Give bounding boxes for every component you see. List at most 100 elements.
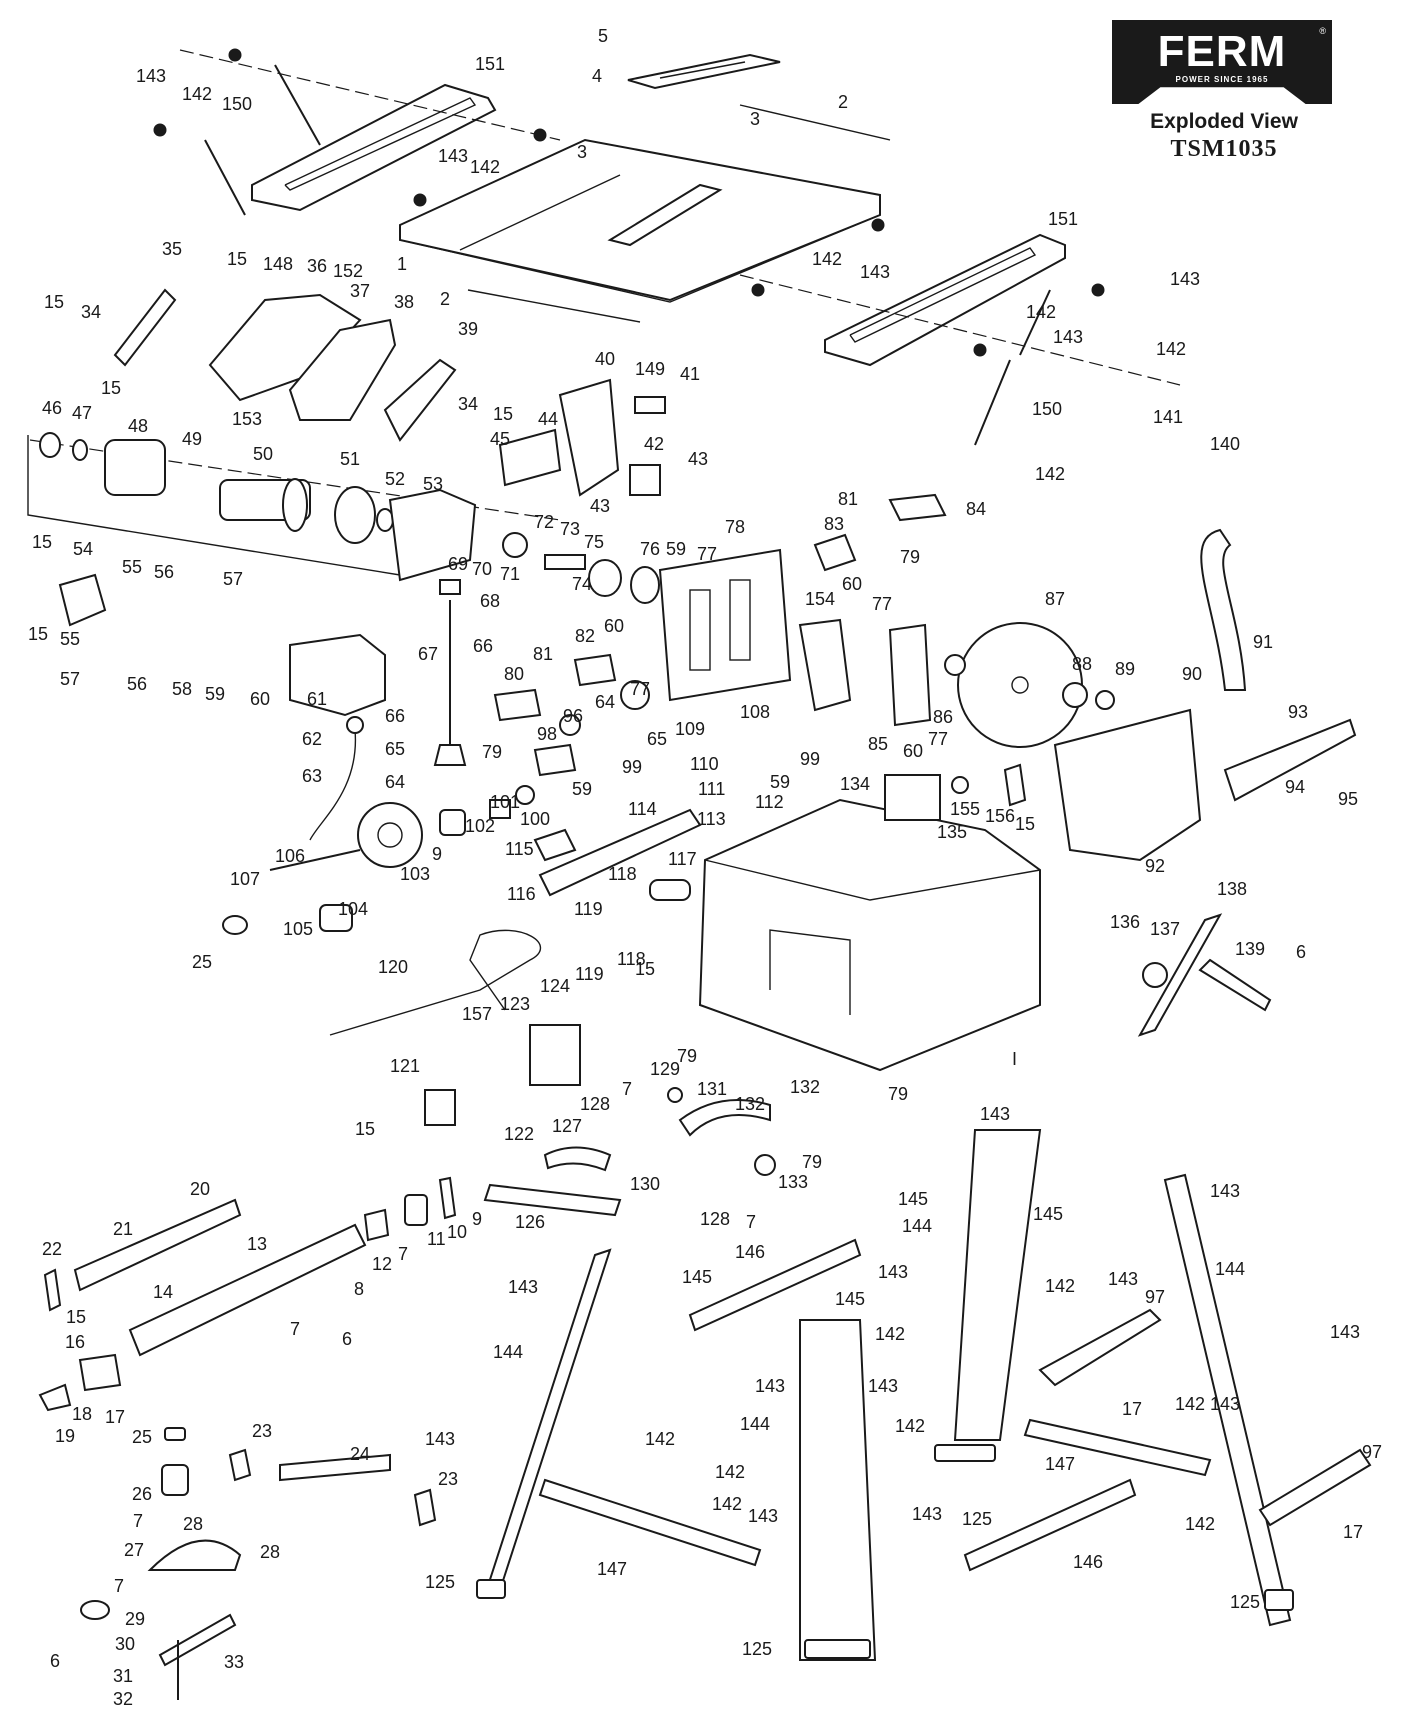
bushing-117 [649,879,691,901]
callout-77: 77 [697,544,717,564]
ferm-logo: FERM ® POWER SINCE 1965 [1112,20,1332,104]
brace-146-lower [963,1478,1137,1572]
callout-111: 111 [698,779,725,799]
callout-29: 29 [125,1609,145,1629]
knob-115 [533,828,577,862]
handle-84 [888,493,947,522]
callout-15: 15 [227,249,247,269]
foot-125-left [476,1579,506,1599]
callout-147: 147 [597,1559,627,1579]
callout-143: 143 [748,1506,778,1526]
callout-142: 142 [1156,339,1186,359]
right-wing-axis [739,274,1181,386]
callout-68: 68 [480,591,500,611]
saw-blade-hub [1011,676,1029,694]
stand-assembly [476,1129,1372,1661]
plate-98 [533,743,577,777]
bracket-22 [43,1268,62,1312]
callout-46: 46 [42,398,62,418]
callout-7: 7 [114,1576,124,1596]
nut [751,283,765,297]
callout-77: 77 [630,679,650,699]
callout-154: 154 [805,589,835,609]
callout-39: 39 [458,319,478,339]
miter-protractor-27 [147,1539,242,1571]
callout-43: 43 [688,449,708,469]
callout-45: 45 [490,429,510,449]
callout-77: 77 [872,594,892,614]
callout-135: 135 [937,822,967,842]
callout-61: 61 [307,689,327,709]
callout-6: 6 [342,1329,352,1349]
callout-99: 99 [800,749,820,769]
callout-100: 100 [520,809,550,829]
foot-125-center [804,1639,871,1659]
bevel-gear-64 [433,744,467,766]
callout-104: 104 [338,899,368,919]
callout-41: 41 [680,364,700,384]
model-number: TSM1035 [1170,136,1278,162]
callout-142: 142 [182,84,212,104]
knife-bracket [498,428,562,487]
table-top-front-edge [399,214,881,303]
callout-67: 67 [418,644,438,664]
callout-63: 63 [302,766,322,786]
gear-75 [588,559,622,597]
callout-51: 51 [340,449,360,469]
knob-26 [161,1464,189,1496]
callout-143: 143 [868,1376,898,1396]
pin-68 [439,579,461,595]
guard-side-plate-39 [383,358,457,442]
callout-78: 78 [725,517,745,537]
carriage-plate-78 [658,548,792,702]
callout-7: 7 [746,1212,756,1232]
callout-72: 72 [534,512,554,532]
callout-128: 128 [580,1094,610,1114]
trademark-symbol: ® [1319,26,1326,36]
callout-151: 151 [1048,209,1078,229]
callout-9: 9 [472,1209,482,1229]
guard-cover-93 [1223,718,1357,802]
callout-130: 130 [630,1174,660,1194]
bracket-83 [813,533,857,572]
callout-125: 125 [1230,1592,1260,1612]
callout-82: 82 [575,626,595,646]
callout-157: 157 [462,1004,492,1024]
callout-44: 44 [538,409,558,429]
callout-121: 121 [390,1056,420,1076]
callout-9: 9 [432,844,442,864]
callout-15: 15 [635,959,655,979]
callout-60: 60 [604,616,624,636]
callout-98: 98 [537,724,557,744]
left-support-rod-a [274,64,321,146]
callout-142: 142 [1035,464,1065,484]
nut [1091,283,1105,297]
callout-22: 22 [42,1239,62,1259]
callout-124: 124 [540,976,570,996]
pulley-71 [502,532,528,558]
guard-plate-85 [888,623,932,727]
callout-118: 118 [617,949,646,969]
callout-15: 15 [355,1119,375,1139]
callout-56: 56 [127,674,147,694]
guide-rail-2-lower [467,289,641,323]
callout-1: 1 [397,254,407,274]
callout-144: 144 [902,1216,932,1236]
callout-94: 94 [1285,777,1305,797]
bracket-138 [1137,913,1223,1037]
knob-25 [222,915,248,935]
callout-2: 2 [440,289,450,309]
callout-62: 62 [302,729,322,749]
fence-body-13 [128,1223,367,1357]
callout-142: 142 [1026,302,1056,322]
callout-142: 142 [470,157,500,177]
callout-129: 129 [650,1059,680,1079]
plate-126 [483,1183,622,1217]
callout-101: 101 [490,792,520,812]
rip-fence-assembly [38,1176,457,1412]
blade-guard-assembly [113,288,666,497]
callout-17: 17 [105,1407,125,1427]
callout-156: 156 [985,806,1015,826]
callout-143: 143 [508,1277,538,1297]
brace-146-upper [688,1238,862,1332]
